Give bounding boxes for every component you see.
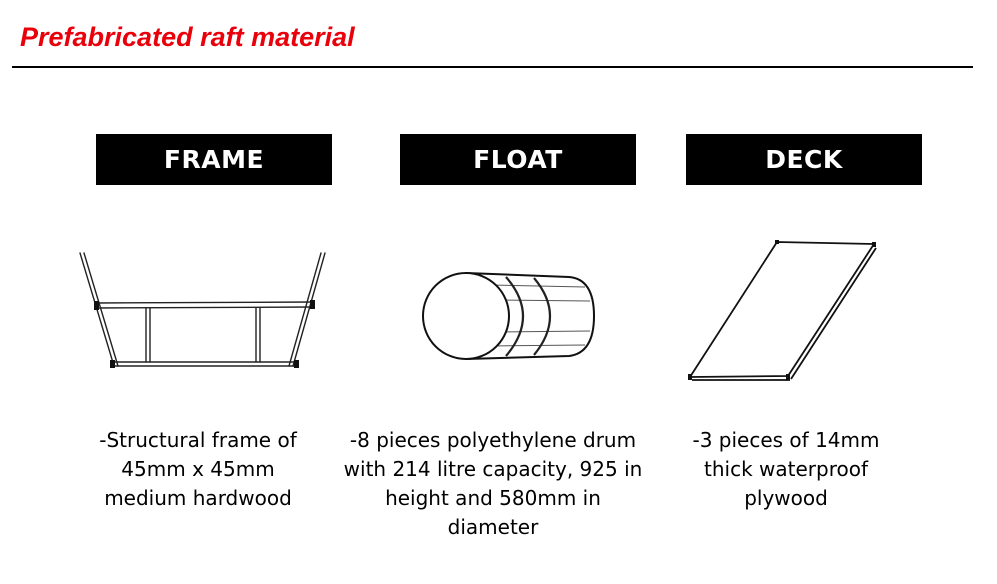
frame-sketch-icon — [79, 252, 326, 368]
frame-label: FRAME — [96, 134, 332, 185]
float-label-text: FLOAT — [473, 145, 563, 174]
float-description: -8 pieces polyethylene drum with 214 lit… — [343, 428, 643, 539]
title-divider — [12, 66, 973, 68]
deck-description: -3 pieces of 14mm thick waterproof plywo… — [692, 428, 880, 510]
frame-description: -Structural frame of 45mm x 45mm medium … — [99, 428, 297, 510]
deck-label: DECK — [686, 134, 922, 185]
frame-label-text: FRAME — [163, 145, 265, 174]
float-label: FLOAT — [400, 134, 636, 185]
page-title: Prefabricated raft material — [20, 22, 355, 52]
drum-sketch-icon — [422, 272, 596, 360]
deck-sketch-icon — [688, 240, 877, 381]
deck-label-text: DECK — [765, 145, 843, 174]
